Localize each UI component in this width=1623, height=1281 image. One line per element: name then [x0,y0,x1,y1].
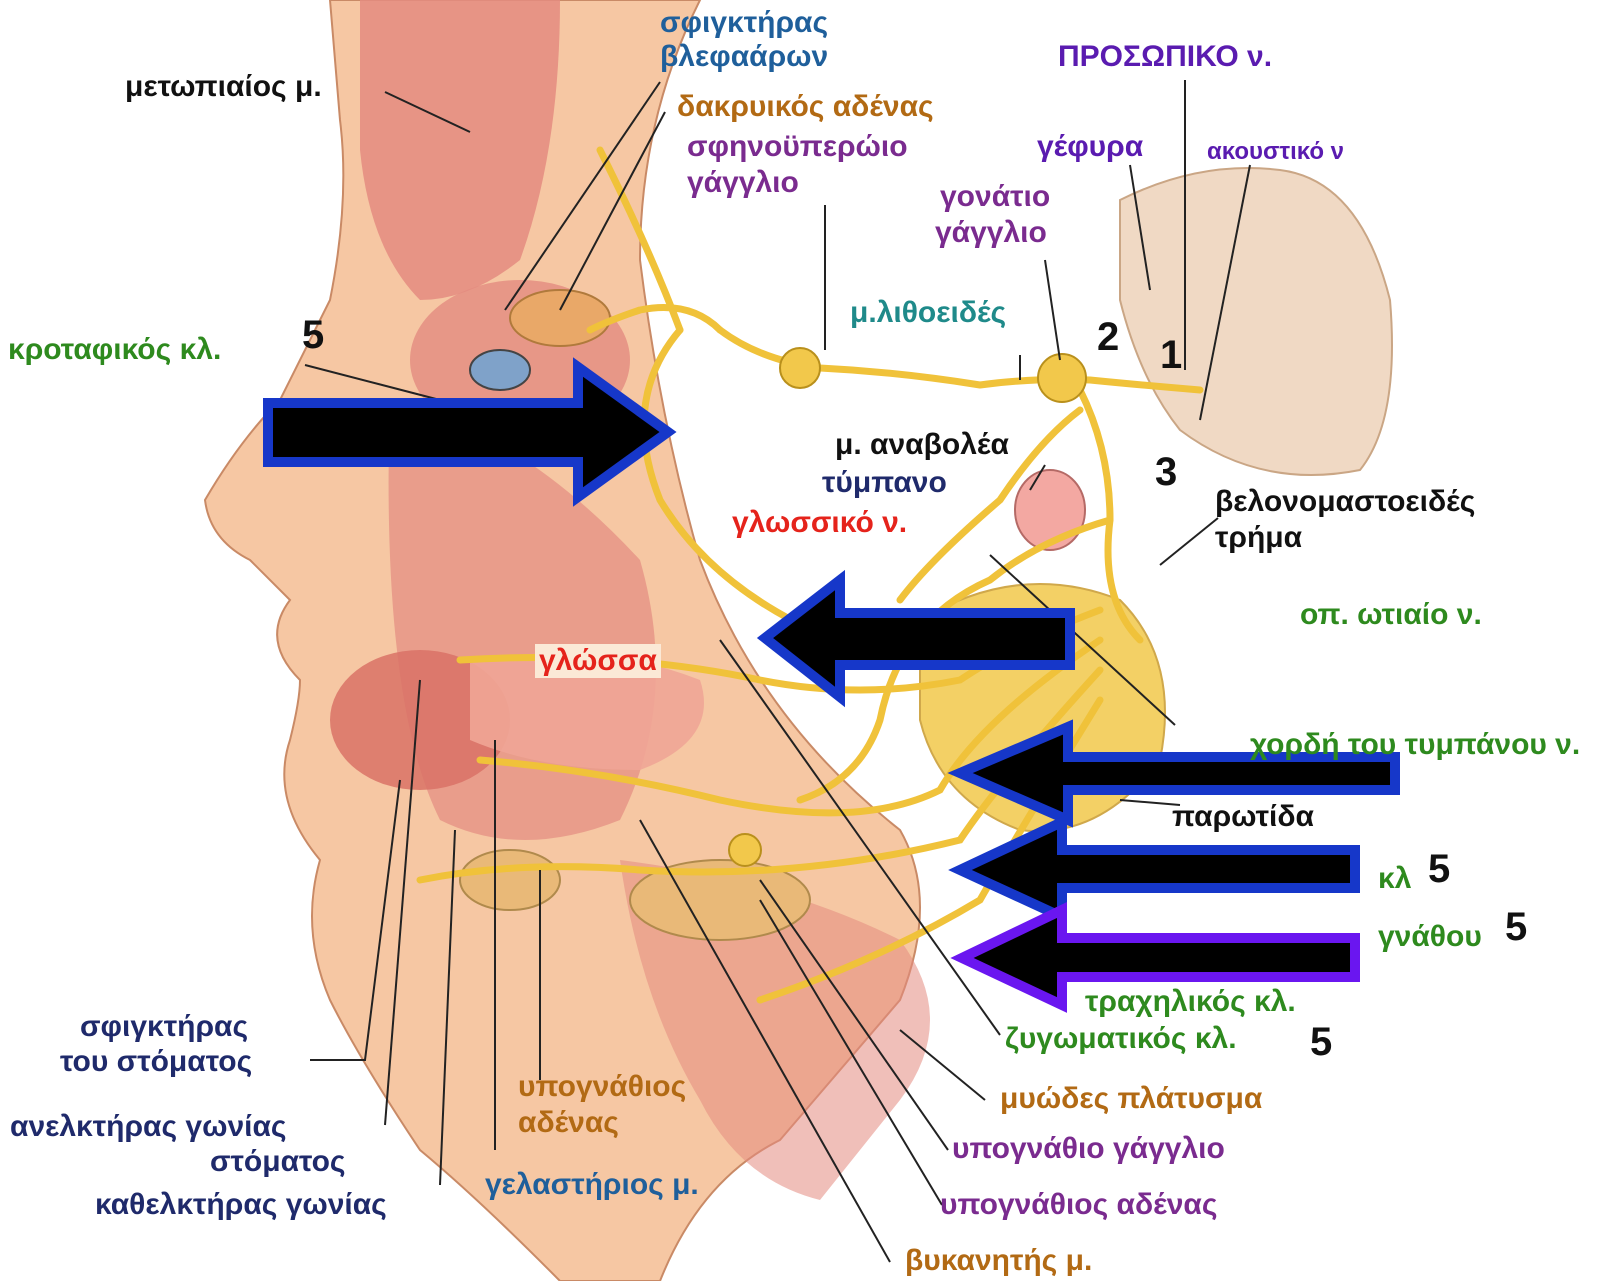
label-geniculate-2: γάγγλιο [935,216,1047,250]
tympanum [1015,470,1085,550]
ear-region [1120,168,1392,475]
number-5-kl: 5 [1428,852,1450,886]
geniculate-ganglion [1038,354,1086,402]
label-zygomatic-branch: ζυγωματικός κλ. [1005,1022,1237,1056]
number-5-zygomatic: 5 [1310,1025,1332,1059]
number-2: 2 [1097,320,1119,354]
label-orbicularis-oris-2: του στόματος [60,1045,252,1079]
number-1: 1 [1160,338,1182,372]
label-parotid: παρωτίδα [1172,800,1314,834]
label-lacrimal-gland: δακρυικός αδένας [677,90,934,124]
label-submandibular-ganglion: υπογνάθιο γάγγλιο [952,1132,1225,1166]
label-mandibular-branch: γνάθου [1378,920,1482,954]
label-sphenopalatine-1: σφηνοϋπερώιο [687,130,908,164]
label-orbicularis-oculi-2: βλεφαάρων [660,40,828,74]
label-petrosal: μ.λιθοειδές [850,296,1006,330]
label-cervical-branch: τραχηλικός κλ. [1085,985,1296,1019]
label-lingual-nerve: γλωσσικό ν. [732,506,907,540]
label-sphenopalatine-2: γάγγλιο [687,166,799,200]
sublingual-gland [460,850,560,910]
label-risorius: γελαστήριος μ. [485,1168,699,1202]
label-orbicularis-oculi-1: σφιγκτήρας [660,6,828,40]
label-pons: γέφυρα [1037,130,1143,164]
sphenopalatine-ganglion [780,348,820,388]
label-submandibular-gland-1: υπογνάθιος [518,1070,686,1104]
label-frontalis: μετωπιαίος μ. [125,70,322,104]
label-stapedius: μ. αναβολέα [835,428,1009,462]
label-acoustic-nerve: ακουστικό ν [1207,135,1344,169]
submandibular-ganglion [729,834,761,866]
label-submandibular-gland-2: αδένας [518,1106,619,1140]
label-chorda-tympani: χορδή του τυμπάνου ν. [1250,728,1580,762]
label-stylomastoid-1: βελονομαστοειδές [1215,485,1475,519]
label-levator-anguli-2: στόματος [210,1145,346,1179]
label-buccinator: βυκανητής μ. [905,1244,1092,1278]
number-5-mandibular: 5 [1505,910,1527,944]
label-levator-anguli-1: ανελκτήρας γωνίας [10,1110,287,1144]
label-branch-kl: κλ [1378,862,1411,896]
label-platysma: μυώδες πλάτυσμα [1000,1082,1262,1116]
label-orbicularis-oris-1: σφιγκτήρας [80,1010,248,1044]
label-tongue: γλώσσα [535,644,661,678]
number-3: 3 [1155,455,1177,489]
label-stylomastoid-2: τρήμα [1215,521,1302,555]
lacrimal-gland [510,290,610,346]
label-geniculate-1: γονάτιο [940,180,1050,214]
eye [470,350,530,390]
label-temporal-branch: κροταφικός κλ. [8,333,221,367]
label-posterior-auricular: οπ. ωτιαίο ν. [1300,598,1482,632]
label-facial-nerve: ΠΡΟΣΩΠΙΚΟ ν. [1058,40,1272,74]
number-5-temporal: 5 [302,318,324,352]
label-tympanum: τύμπανο [822,466,947,500]
label-submandibular-gland-right: υπογνάθιος αδένας [940,1188,1217,1222]
label-depressor-anguli: καθελκτήρας γωνίας [95,1188,387,1222]
